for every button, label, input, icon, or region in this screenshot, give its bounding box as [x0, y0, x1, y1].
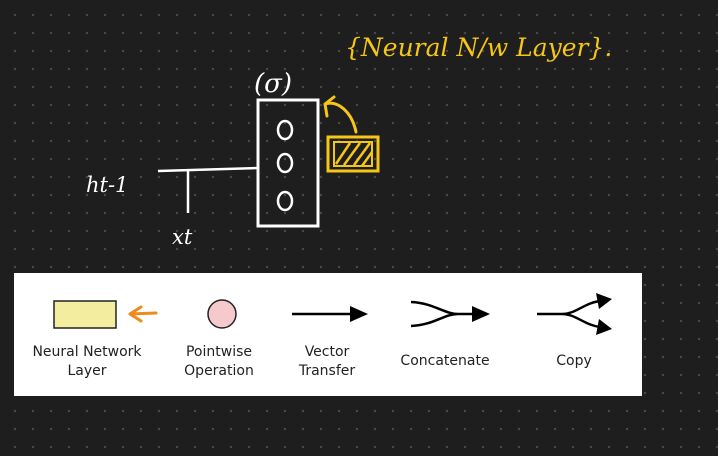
input-line [157, 166, 259, 173]
activation-label: (σ) [254, 69, 292, 99]
legend-icons [53, 293, 612, 335]
highlight-arrow-icon [323, 95, 358, 134]
input-x-label: xt [172, 225, 193, 249]
legend-concatenate-icon [410, 300, 476, 328]
vector-arrowhead [350, 306, 368, 322]
legend-label-copy: Copy [556, 353, 592, 369]
neuron-node [276, 190, 294, 212]
legend-pointwise-icon [207, 299, 237, 329]
legend-label-concatenate: Concatenate [400, 353, 490, 369]
input-h-label: ht-1 [86, 173, 128, 197]
neuron-node [276, 119, 294, 141]
neural-layer-box [256, 98, 320, 228]
legend-label-pointwise: Pointwise Operation [184, 344, 254, 379]
annotation-title: {Neural N/w Layer}. [345, 33, 612, 62]
copy-arrowhead-bottom [596, 319, 612, 335]
highlight-hatch [334, 142, 374, 167]
legend-label-layer: Neural Network Layer [32, 344, 142, 379]
copy-arrowhead-top [596, 293, 612, 309]
neuron-node [276, 152, 294, 174]
legend-layer-icon [53, 300, 117, 329]
highlight-layer-icon [326, 135, 380, 173]
legend-copy-icon [537, 299, 601, 329]
accent-arrow-icon [128, 305, 158, 323]
concatenate-arrowhead [472, 306, 490, 322]
legend-label-vector: Vector Transfer [298, 344, 356, 379]
legend-panel: Neural Network Layer Pointwise Operation… [14, 273, 642, 396]
